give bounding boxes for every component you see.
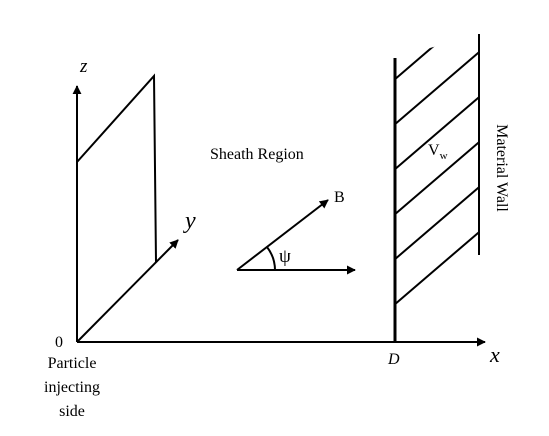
wall-potential-label: Vw [428,142,448,162]
x-axis-label: x [489,342,500,367]
injection-plane [76,73,157,263]
injection-side-label: Particle injecting side [44,355,100,420]
b-field-arrow [236,199,329,271]
injection-side-line-2: injecting [44,379,100,396]
y-axis-label: y [183,208,196,234]
material-wall-label: Material Wall [493,124,510,212]
wall-potential-base: V [428,142,440,159]
sheath-region-label: Sheath Region [210,146,304,163]
b-field-label: B [334,189,345,206]
z-axis-label: z [79,56,88,77]
y-axis [76,239,179,343]
wall-position-label: D [387,351,400,368]
origin-label: 0 [55,334,63,351]
wall-potential-subscript: w [440,150,448,162]
injection-side-line-1: Particle [48,355,97,372]
angle-label: ψ [279,246,291,267]
angle-arc [266,246,276,271]
injection-side-line-3: side [59,403,85,420]
